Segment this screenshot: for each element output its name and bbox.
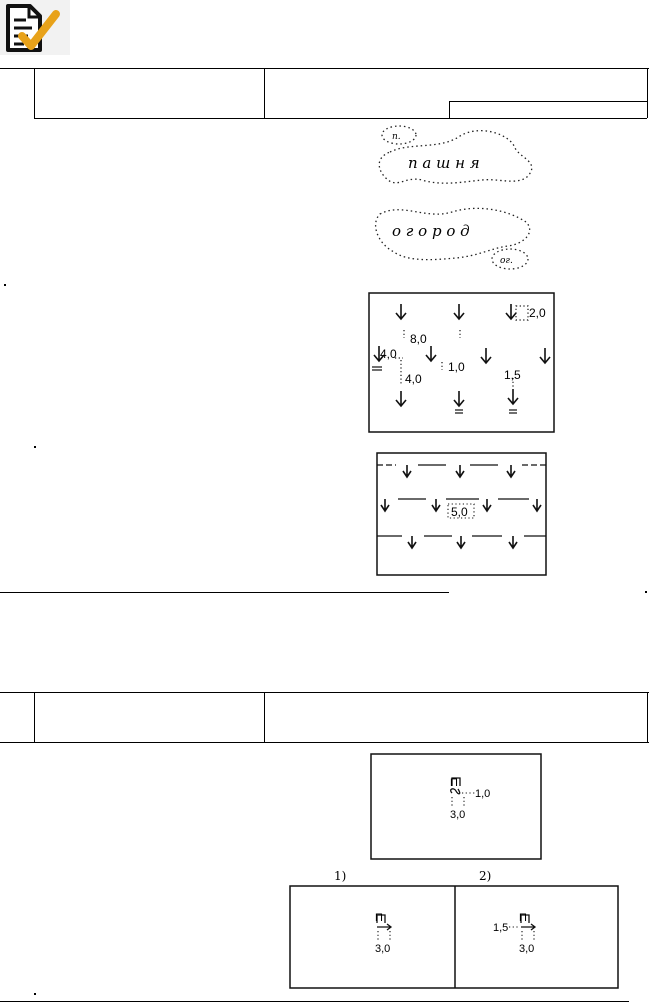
two-panel-symbol-box: П 3,0 П 1,5 3,0 [289,885,619,989]
grid2-value-1: 5,0 [451,505,468,519]
grid1-value-2: 8,0 [410,332,427,346]
grid1-value-6: 1,5 [504,368,521,382]
margin-tick-1 [4,284,6,286]
table2-divider-2 [264,692,265,742]
table1-top-border [0,68,649,69]
table1-divider-1 [34,68,35,118]
table1-divider-3 [647,68,648,118]
grid3-value-1: 1,0 [475,788,490,800]
grid1-value-5: 4,0 [405,372,422,386]
bottom-rule [0,1001,629,1002]
table1-header-bottom [34,118,647,119]
table1-subheader-divider [449,101,450,118]
table2-divider-3 [647,692,648,742]
table1-subheader-line [449,101,647,102]
margin-tick-3 [645,591,647,593]
margin-tick-4 [34,993,36,995]
panel-left-value-1: 3,0 [375,943,390,955]
grid1-value-3: 4,0 [380,347,397,361]
document-check-icon [0,0,70,55]
point-symbol-grid: П 1,0 3,0 [370,753,542,860]
grid1-value-4: 1,0 [448,360,465,374]
shrub-symbol-grid: 5,0 [374,452,549,576]
grid3-value-2: 3,0 [450,809,465,821]
panel-right-label: 2) [479,869,492,883]
pashnya-area-symbol: п. п а ш н я [370,122,540,194]
document-check-icon-graphic [6,4,60,52]
panel-right-symbol: П [519,912,527,924]
ogorod-area-symbol: о г о р о д ог. [368,200,538,276]
table1-divider-2 [264,68,265,118]
pashnya-label: п а ш н я [408,154,480,172]
orchard-symbol-grid: 2,0 8,0 4,0 1,0 4,0 1,5 [368,292,555,433]
margin-tick-2 [34,446,36,448]
ogorod-label: о г о р о д [392,222,470,240]
table2-header-bottom [0,742,649,743]
ogorod-abbr: ог. [500,256,513,266]
table2-divider-1 [34,692,35,742]
panel-right-value-2: 3,0 [519,943,534,955]
grid1-value-1: 2,0 [529,306,546,320]
panel-right-value-1: 1,5 [493,922,508,934]
section-divider [0,592,449,593]
panel-left-label: 1) [334,869,347,883]
pashnya-abbr: п. [392,132,401,142]
panel-left-symbol: П [375,912,383,924]
grid3-symbol: П [450,777,458,789]
table2-top-border [0,692,649,693]
